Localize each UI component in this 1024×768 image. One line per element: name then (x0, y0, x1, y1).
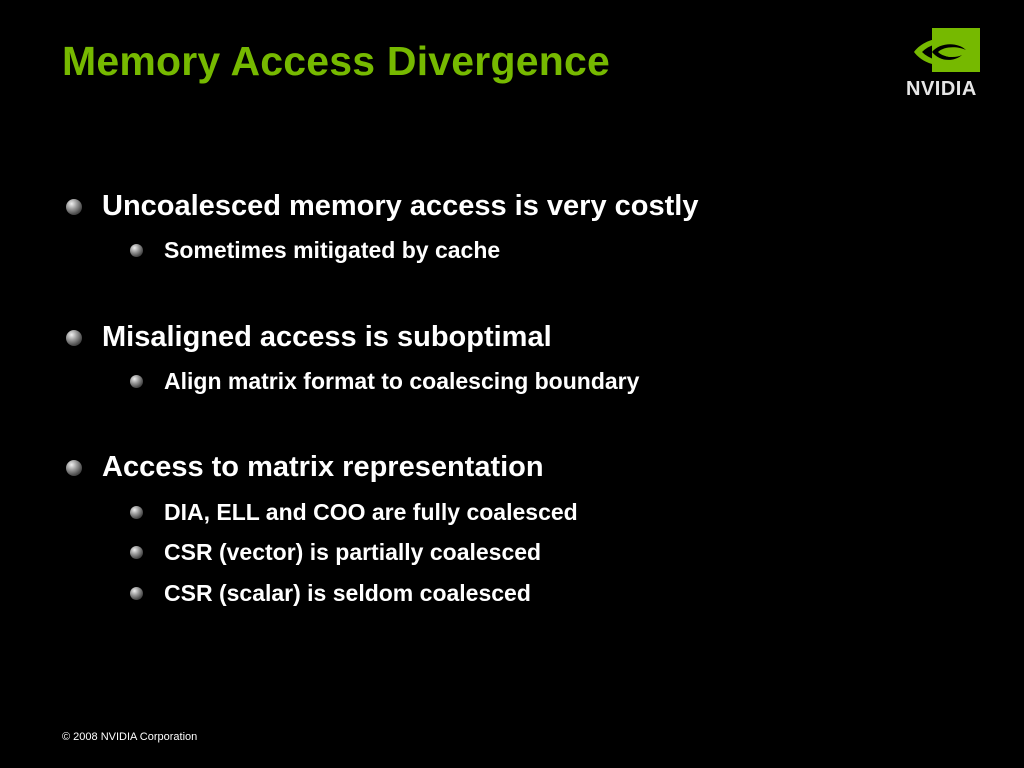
sub-bullet-text: CSR (scalar) is seldom coalesced (164, 580, 531, 606)
nvidia-logo-text: NVIDIA (906, 78, 977, 100)
sub-bullet-icon (130, 546, 143, 559)
bullet-icon (66, 199, 82, 215)
sub-bullet-text: Align matrix format to coalescing bounda… (164, 368, 640, 394)
sub-bullet-text: Sometimes mitigated by cache (164, 237, 501, 263)
sub-bullet-icon (130, 587, 143, 600)
sub-bullet-text: CSR (vector) is partially coalesced (164, 539, 542, 565)
copyright-footer: © 2008 NVIDIA Corporation (62, 731, 198, 743)
bullet-text: Misaligned access is suboptimal (102, 321, 552, 353)
sub-bullet-icon (130, 375, 143, 388)
bullet-text: Uncoalesced memory access is very costly (102, 190, 699, 222)
sub-bullet-icon (130, 244, 143, 257)
bullet-icon (66, 330, 82, 346)
bullet-icon (66, 460, 82, 476)
slide-title: Memory Access Divergence (62, 38, 610, 84)
sub-bullet-icon (130, 506, 143, 519)
sub-bullet-text: DIA, ELL and COO are fully coalesced (164, 499, 578, 525)
nvidia-logo: NVIDIA (902, 26, 1004, 102)
bullet-text: Access to matrix representation (102, 451, 544, 483)
nvidia-eye-logo-icon (914, 28, 980, 72)
